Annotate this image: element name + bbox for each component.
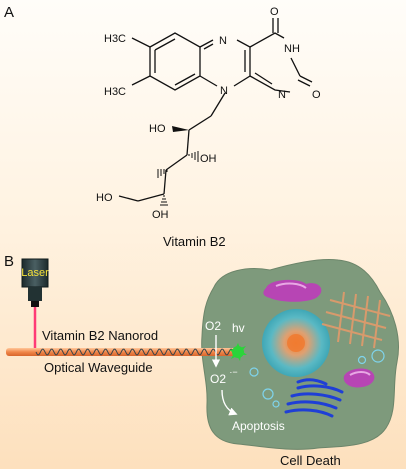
superoxide-to-apoptosis-arrow <box>221 389 238 416</box>
atom-oh-4: OH <box>152 209 169 221</box>
atom-ho-1: HO <box>149 123 166 135</box>
molecule-caption-text: Vitamin B2 <box>163 234 226 249</box>
atom-n-right: N <box>278 89 286 101</box>
atom-o-right: O <box>312 89 321 101</box>
laser-label: Laser <box>21 267 49 279</box>
vesicles <box>249 349 385 408</box>
atom-ch3-bottom: H3C <box>104 86 126 98</box>
photon-emission-burst <box>229 343 247 361</box>
cell-death-caption: Cell Death <box>280 453 341 468</box>
golgi-organelle-right <box>343 368 375 388</box>
propagating-light-wave <box>35 348 235 356</box>
hv-label: hv <box>232 321 245 335</box>
nucleolus <box>287 334 305 352</box>
atom-nh: NH <box>284 43 300 55</box>
molecule-caption: Vitamin B2 <box>163 234 226 249</box>
riboflavin-structure <box>118 18 313 206</box>
panel-label-a: A <box>4 4 14 21</box>
atom-ho-3: HO <box>96 192 113 204</box>
atom-o-top: O <box>270 6 279 18</box>
atom-n-bottom: N <box>220 85 228 97</box>
atom-ch3-top: H3C <box>104 33 126 45</box>
superoxide-label-text: O2 <box>210 372 226 386</box>
panel-label-b: B <box>4 253 14 270</box>
waveguide-label: Optical Waveguide <box>44 360 153 375</box>
atom-oh-2: OH <box>200 153 217 165</box>
superoxide-label: O2 ·− <box>210 367 238 386</box>
apoptosis-label: Apoptosis <box>232 419 285 433</box>
atom-n-top: N <box>219 35 227 47</box>
laser-device <box>21 258 49 307</box>
oxygen-label: O2 <box>205 319 221 333</box>
riboflavin-atom-labels: H3C H3C N N N NH O O HO OH HO OH <box>96 6 321 221</box>
endoplasmic-reticulum <box>284 378 344 418</box>
cytoskeleton-mesh <box>321 291 391 349</box>
nanorod-label: Vitamin B2 Nanorod <box>42 328 158 343</box>
superoxide-charge: ·− <box>229 367 237 377</box>
golgi-organelle-top <box>263 279 322 302</box>
